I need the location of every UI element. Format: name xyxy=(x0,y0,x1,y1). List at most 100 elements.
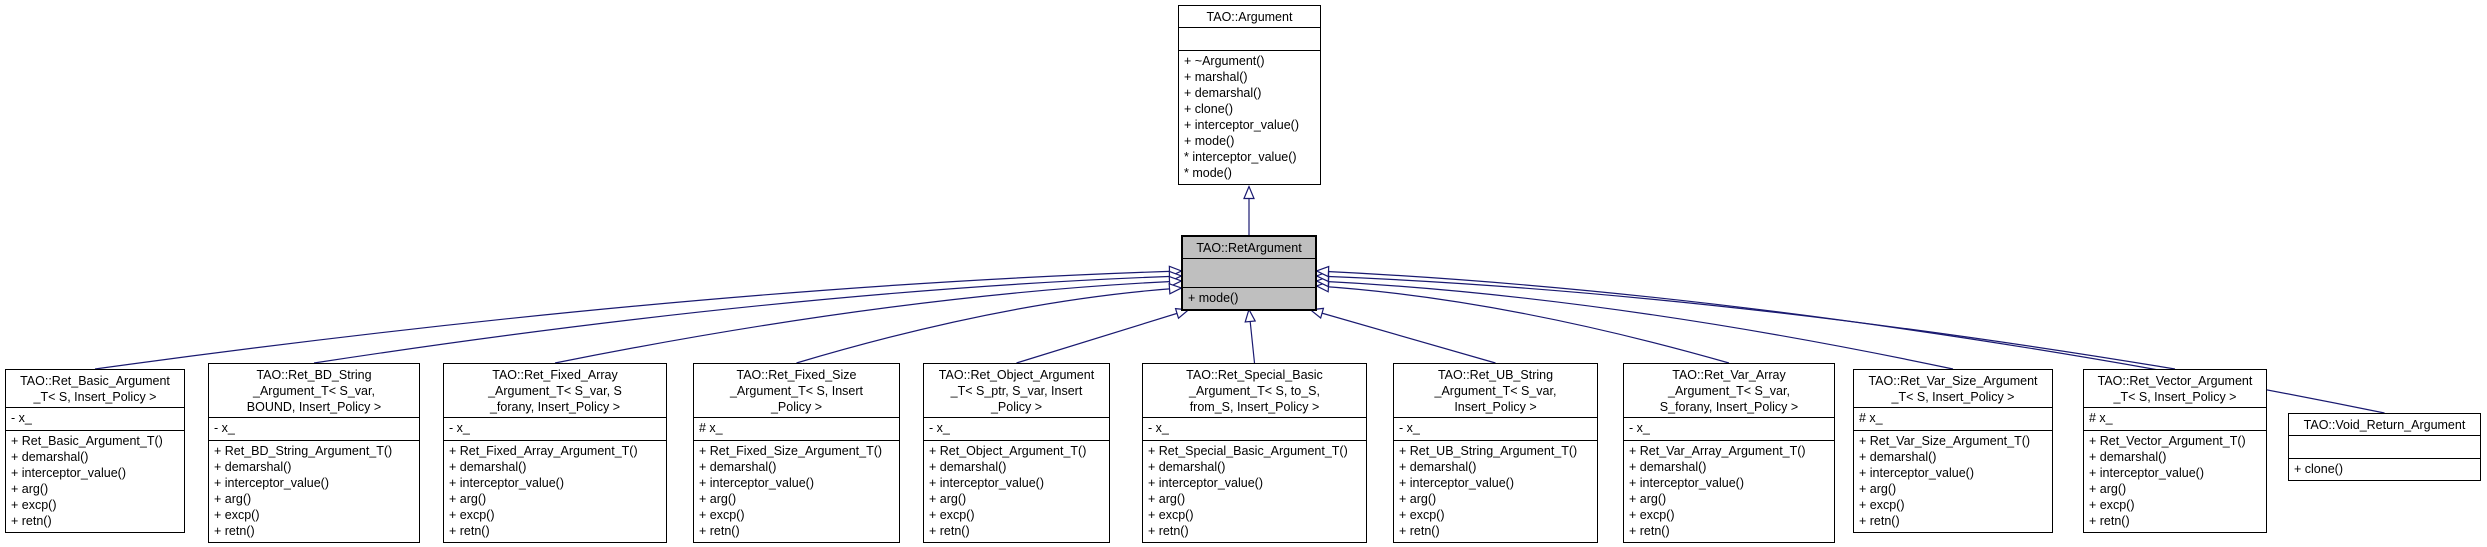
class-method: + interceptor_value() xyxy=(2089,466,2204,480)
class-attributes: # x_ xyxy=(1854,408,2052,431)
class-method: + retn() xyxy=(2089,514,2130,528)
class-method: + demarshal() xyxy=(214,460,292,474)
class-method: + clone() xyxy=(2294,462,2343,476)
class-attributes xyxy=(1183,259,1315,288)
class-box-tao-ret-vector-argument-t[interactable]: TAO::Ret_Vector_Argument_T< S, Insert_Po… xyxy=(2083,369,2267,533)
class-box-tao-ret-bd-string-argument-t[interactable]: TAO::Ret_BD_String_Argument_T< S_var,BOU… xyxy=(208,363,420,543)
class-title-line: _Argument_T< S_var, S xyxy=(488,384,622,398)
class-title-line: _T< S, Insert_Policy > xyxy=(33,390,157,404)
class-method: + arg() xyxy=(929,492,967,506)
class-method: + Ret_Object_Argument_T() xyxy=(929,444,1087,458)
class-methods: + Ret_BD_String_Argument_T()+ demarshal(… xyxy=(209,441,419,542)
class-title-line: Insert_Policy > xyxy=(1454,400,1537,414)
class-method: + demarshal() xyxy=(1184,86,1262,100)
class-box-tao-ret-basic-argument-t[interactable]: TAO::Ret_Basic_Argument_T< S, Insert_Pol… xyxy=(5,369,185,533)
class-method: + marshal() xyxy=(1184,70,1248,84)
class-title: TAO::Ret_Fixed_Array_Argument_T< S_var, … xyxy=(444,364,666,418)
inheritance-edge xyxy=(313,276,1181,364)
class-method: + demarshal() xyxy=(699,460,777,474)
class-method: + clone() xyxy=(1184,102,1233,116)
class-method: + interceptor_value() xyxy=(1148,476,1263,490)
inheritance-edge xyxy=(1249,310,1255,364)
class-attributes: # x_ xyxy=(694,418,899,441)
class-box-tao-ret-fixed-size-argument-t[interactable]: TAO::Ret_Fixed_Size_Argument_T< S, Inser… xyxy=(693,363,900,543)
class-methods: + Ret_Object_Argument_T()+ demarshal()+ … xyxy=(924,441,1109,542)
class-method: + interceptor_value() xyxy=(1399,476,1514,490)
class-title-line: TAO::Ret_BD_String xyxy=(256,368,372,382)
class-attributes: - x_ xyxy=(1624,418,1834,441)
class-box-tao-argument[interactable]: TAO::Argument + ~Argument()+ marshal()+ … xyxy=(1178,5,1321,185)
class-title: TAO::RetArgument xyxy=(1183,237,1315,259)
class-method: + excp() xyxy=(699,508,745,522)
class-attribute: - x_ xyxy=(449,421,470,435)
class-title-line: TAO::Ret_Special_Basic xyxy=(1186,368,1323,382)
class-attributes: - x_ xyxy=(1394,418,1597,441)
class-attribute: - x_ xyxy=(11,411,32,425)
class-box-tao-ret-object-argument-t[interactable]: TAO::Ret_Object_Argument_T< S_ptr, S_var… xyxy=(923,363,1110,543)
class-method: + arg() xyxy=(11,482,49,496)
class-method: + arg() xyxy=(1629,492,1667,506)
class-method: + retn() xyxy=(929,524,970,538)
class-attributes: - x_ xyxy=(924,418,1109,441)
class-attributes: - x_ xyxy=(1143,418,1366,441)
inheritance-edge xyxy=(1311,310,1496,364)
class-title-line: TAO::Ret_Object_Argument xyxy=(938,368,1095,382)
class-box-tao-ret-var-size-argument-t[interactable]: TAO::Ret_Var_Size_Argument_T< S, Insert_… xyxy=(1853,369,2053,533)
class-methods: + Ret_Fixed_Size_Argument_T()+ demarshal… xyxy=(694,441,899,542)
class-box-tao-ret-fixed-array-argument-t[interactable]: TAO::Ret_Fixed_Array_Argument_T< S_var, … xyxy=(443,363,667,543)
class-methods: + Ret_Vector_Argument_T()+ demarshal()+ … xyxy=(2084,431,2266,532)
class-attributes xyxy=(2289,436,2480,459)
class-attribute: # x_ xyxy=(1859,411,1883,425)
class-title: TAO::Ret_Basic_Argument_T< S, Insert_Pol… xyxy=(6,370,184,408)
class-box-tao-ret-special-basic-argument-t[interactable]: TAO::Ret_Special_Basic_Argument_T< S, to… xyxy=(1142,363,1367,543)
class-method: + excp() xyxy=(1399,508,1445,522)
class-title-line: TAO::Ret_Fixed_Size xyxy=(736,368,857,382)
class-title-line: TAO::Ret_Fixed_Array xyxy=(492,368,618,382)
class-methods: + Ret_Var_Array_Argument_T()+ demarshal(… xyxy=(1624,441,1834,542)
class-method: + retn() xyxy=(1399,524,1440,538)
class-title-line: _forany, Insert_Policy > xyxy=(489,400,621,414)
class-title-line: _Argument_T< S, to_S, xyxy=(1189,384,1320,398)
class-method: * interceptor_value() xyxy=(1184,150,1297,164)
class-attribute: - x_ xyxy=(1629,421,1650,435)
class-method: + interceptor_value() xyxy=(1184,118,1299,132)
class-box-tao-ret-ub-string-argument-t[interactable]: TAO::Ret_UB_String_Argument_T< S_var,Ins… xyxy=(1393,363,1598,543)
class-box-tao-void-return-argument[interactable]: TAO::Void_Return_Argument + clone() xyxy=(2288,413,2481,481)
class-method: + Ret_Special_Basic_Argument_T() xyxy=(1148,444,1348,458)
class-title: TAO::Ret_UB_String_Argument_T< S_var,Ins… xyxy=(1394,364,1597,418)
class-method: + excp() xyxy=(449,508,495,522)
class-method: + retn() xyxy=(699,524,740,538)
class-attribute: - x_ xyxy=(929,421,950,435)
class-method: + arg() xyxy=(699,492,737,506)
class-attributes: - x_ xyxy=(444,418,666,441)
class-title-line: _T< S_ptr, S_var, Insert xyxy=(950,384,1083,398)
class-box-tao-retargument[interactable]: TAO::RetArgument + mode() xyxy=(1181,235,1317,311)
class-method: + Ret_Fixed_Array_Argument_T() xyxy=(449,444,638,458)
class-method: + demarshal() xyxy=(1148,460,1226,474)
class-title: TAO::Argument xyxy=(1179,6,1320,28)
class-title-line: TAO::Ret_UB_String xyxy=(1437,368,1554,382)
inheritance-edge xyxy=(94,271,1181,370)
class-box-tao-ret-var-array-argument-t[interactable]: TAO::Ret_Var_Array_Argument_T< S_var,S_f… xyxy=(1623,363,1835,543)
class-title-line: _T< S, Insert_Policy > xyxy=(1891,390,2015,404)
class-method: + demarshal() xyxy=(449,460,527,474)
class-method: + interceptor_value() xyxy=(449,476,564,490)
class-attributes: # x_ xyxy=(2084,408,2266,431)
class-attributes xyxy=(1179,28,1320,51)
class-method: + ~Argument() xyxy=(1184,54,1265,68)
class-method: + excp() xyxy=(1148,508,1194,522)
class-title: TAO::Ret_Fixed_Size_Argument_T< S, Inser… xyxy=(694,364,899,418)
class-methods: + mode() xyxy=(1183,288,1315,309)
class-method: + retn() xyxy=(1629,524,1670,538)
class-title: TAO::Ret_Object_Argument_T< S_ptr, S_var… xyxy=(924,364,1109,418)
class-method: + Ret_UB_String_Argument_T() xyxy=(1399,444,1578,458)
class-attribute: - x_ xyxy=(1399,421,1420,435)
class-title-line: TAO::Ret_Basic_Argument xyxy=(20,374,170,388)
class-method: + demarshal() xyxy=(1629,460,1707,474)
inheritance-edge xyxy=(1317,276,2176,370)
class-title-line: TAO::Argument xyxy=(1206,10,1293,24)
class-title: TAO::Ret_Var_Size_Argument_T< S, Insert_… xyxy=(1854,370,2052,408)
class-method: + demarshal() xyxy=(11,450,89,464)
class-method: + excp() xyxy=(11,498,57,512)
